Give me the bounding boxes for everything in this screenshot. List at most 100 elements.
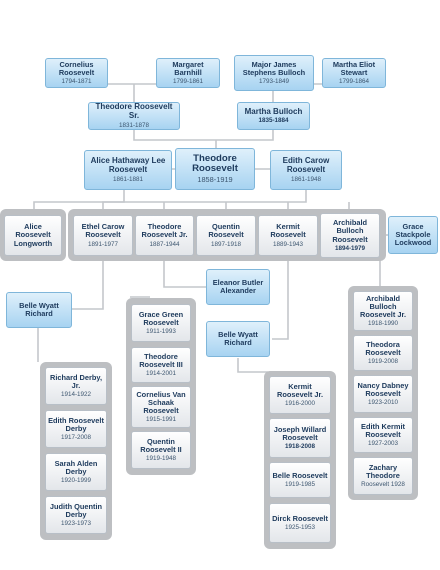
node-years: 1917-2008 <box>60 434 92 442</box>
archibald-jr-node[interactable]: Archibald Bulloch Roosevelt Jr. 1918-199… <box>353 291 413 331</box>
node-name: Nancy Dabney Roosevelt <box>357 380 409 398</box>
node-name: Archibald Bulloch Roosevelt Jr. <box>359 293 406 320</box>
theodora-node[interactable]: Theodora Roosevelt 1919-2008 <box>353 335 413 371</box>
node-years: 1887-1944 <box>149 240 180 248</box>
cornelius-roosevelt-node[interactable]: Cornelius Roosevelt 1794-1871 <box>45 58 108 88</box>
node-years: 1918-1990 <box>367 320 399 328</box>
node-name: Theodore Roosevelt Jr. <box>141 222 188 240</box>
node-years: 1923-1973 <box>60 520 92 528</box>
joseph-willard-node[interactable]: Joseph Willard Roosevelt 1918-2008 <box>269 418 331 458</box>
node-name: Edith Kermit Roosevelt <box>361 421 405 439</box>
node-name: Belle Wyatt Richard <box>19 300 59 318</box>
martha-bulloch-node[interactable]: Martha Bulloch 1835-1884 <box>237 102 310 130</box>
belle-richard-spouse-node[interactable]: Belle Wyatt Richard <box>6 292 72 328</box>
node-name: Grace Stackpole Lockwood <box>394 221 432 248</box>
node-years: 1919-1948 <box>145 455 177 463</box>
node-years: 1925-1953 <box>284 524 316 532</box>
node-years: 1889-1943 <box>272 240 304 248</box>
theodore-roosevelt-node[interactable]: Theodore Roosevelt 1858-1919 <box>175 148 255 190</box>
theodore-iii-node[interactable]: Theodore Roosevelt III 1914-2001 <box>131 347 191 383</box>
node-name: Cornelius Van Schaak Roosevelt <box>136 389 186 416</box>
archibald-node[interactable]: Archibald Bulloch Roosevelt 1894-1979 <box>320 213 380 258</box>
node-years: 1914-1922 <box>60 391 92 399</box>
node-years: 1918-2008 <box>284 443 316 451</box>
node-name: Theodore Roosevelt III <box>139 351 183 369</box>
node-years: 1799-1861 <box>172 78 204 86</box>
node-name: Zachary Theodore <box>366 462 400 480</box>
node-name: Edith Roosevelt Derby <box>48 415 104 433</box>
node-name: Kermit Roosevelt Jr. <box>276 381 323 399</box>
connector-kermit-children <box>237 358 268 373</box>
node-name: Ethel Carow Roosevelt <box>81 222 125 240</box>
node-name: Joseph Willard Roosevelt <box>273 424 327 442</box>
connector-ethel-spouse <box>72 256 104 310</box>
quentin-node[interactable]: Quentin Roosevelt 1897-1918 <box>196 215 256 256</box>
cornelius-van-schaak-node[interactable]: Cornelius Van Schaak Roosevelt 1915-1991 <box>131 386 191 428</box>
node-name: Theodora Roosevelt <box>365 339 401 357</box>
belle-richard-node[interactable]: Belle Wyatt Richard <box>206 321 270 357</box>
dirck-roosevelt-node[interactable]: Dirck Roosevelt 1925-1953 <box>269 503 331 543</box>
node-years: 1831-1878 <box>118 121 150 129</box>
node-years: 1799-1864 <box>338 78 370 86</box>
node-name: Richard Derby, Jr. <box>49 372 103 390</box>
kermit-node[interactable]: Kermit Roosevelt 1889-1943 <box>258 215 318 256</box>
node-years: 1919-1985 <box>284 481 316 489</box>
connector-kermit-spouse <box>272 256 289 340</box>
belle-roosevelt-node[interactable]: Belle Roosevelt 1919-1985 <box>269 462 331 498</box>
node-name: Belle Roosevelt <box>272 470 328 480</box>
nancy-dabney-node[interactable]: Nancy Dabney Roosevelt 1923-2010 <box>353 375 413 413</box>
node-name: Martha Bulloch <box>244 106 303 116</box>
theodore-sr-node[interactable]: Theodore Roosevelt Sr. 1831-1878 <box>88 102 180 130</box>
richard-derby-jr-node[interactable]: Richard Derby, Jr. 1914-1922 <box>45 367 107 405</box>
node-name: Theodore Roosevelt Sr. <box>95 102 173 120</box>
connector-alice-daughter <box>33 190 125 215</box>
node-name: Quentin Roosevelt <box>208 222 244 240</box>
node-name: Edith Carow Roosevelt <box>282 156 330 174</box>
edith-derby-node[interactable]: Edith Roosevelt Derby 1917-2008 <box>45 410 107 448</box>
grace-lockwood-node[interactable]: Grace Stackpole Lockwood <box>388 216 438 254</box>
node-name: Judith Quentin Derby <box>49 501 103 519</box>
theodore-jr-node[interactable]: Theodore Roosevelt Jr. 1887-1944 <box>135 215 194 256</box>
edith-kermit-node[interactable]: Edith Kermit Roosevelt 1927-2003 <box>353 417 413 453</box>
node-name: Quentin Roosevelt II <box>140 436 182 454</box>
node-years: 1915-1991 <box>145 416 177 424</box>
quentin-ii-node[interactable]: Quentin Roosevelt II 1919-1948 <box>131 431 191 469</box>
node-name: Eleanor Butler Alexander <box>212 277 264 295</box>
node-name: Grace Green Roosevelt <box>138 309 184 327</box>
connector-trjr-spouse <box>163 256 206 288</box>
connector-parents-theodore <box>133 130 274 150</box>
eleanor-alexander-node[interactable]: Eleanor Butler Alexander <box>206 269 270 305</box>
node-years: 1793-1849 <box>258 78 290 86</box>
node-name: Martha Eliot Stewart <box>332 59 376 77</box>
kermit-jr-node[interactable]: Kermit Roosevelt Jr. 1916-2000 <box>269 376 331 414</box>
zachary-theodore-node[interactable]: Zachary Theodore Roosevelt 1928 <box>353 457 413 495</box>
node-years: 1891-1977 <box>87 240 119 248</box>
node-name: Margaret Barnhill <box>172 59 204 77</box>
alice-lee-node[interactable]: Alice Hathaway Lee Roosevelt 1861-1881 <box>84 150 172 190</box>
node-years: 1916-2000 <box>284 400 316 408</box>
node-years: 1897-1918 <box>210 240 242 248</box>
node-years: 1861-1948 <box>290 175 322 183</box>
node-years: Roosevelt 1928 <box>361 481 405 489</box>
ethel-carow-node[interactable]: Ethel Carow Roosevelt 1891-1977 <box>73 215 133 256</box>
node-name: Dirck Roosevelt <box>272 513 328 523</box>
margaret-barnhill-node[interactable]: Margaret Barnhill 1799-1861 <box>156 58 220 88</box>
node-years: 1927-2003 <box>367 440 399 448</box>
node-name: Major James Stephens Bulloch <box>242 59 306 77</box>
edith-carow-node[interactable]: Edith Carow Roosevelt 1861-1948 <box>270 150 342 190</box>
node-name: Sarah Alden Derby <box>54 458 98 476</box>
martha-stewart-node[interactable]: Martha Eliot Stewart 1799-1864 <box>322 58 386 88</box>
node-years: 1835-1884 <box>258 117 289 125</box>
grace-green-node[interactable]: Grace Green Roosevelt 1911-1993 <box>131 304 191 342</box>
node-years: 1919-2008 <box>367 358 399 366</box>
node-years: 1861-1881 <box>112 175 144 183</box>
sarah-derby-node[interactable]: Sarah Alden Derby 1920-1999 <box>45 453 107 491</box>
james-bulloch-node[interactable]: Major James Stephens Bulloch 1793-1849 <box>234 55 314 91</box>
connector-edith-children <box>102 190 350 215</box>
node-name: Alice Hathaway Lee Roosevelt <box>90 156 166 174</box>
node-years: 1858-1919 <box>197 175 233 185</box>
alice-longworth-node[interactable]: Alice Roosevelt Longworth <box>4 215 62 256</box>
node-years: 1923-2010 <box>367 399 399 407</box>
node-name: Cornelius Roosevelt <box>58 59 95 77</box>
judith-derby-node[interactable]: Judith Quentin Derby 1923-1973 <box>45 496 107 534</box>
